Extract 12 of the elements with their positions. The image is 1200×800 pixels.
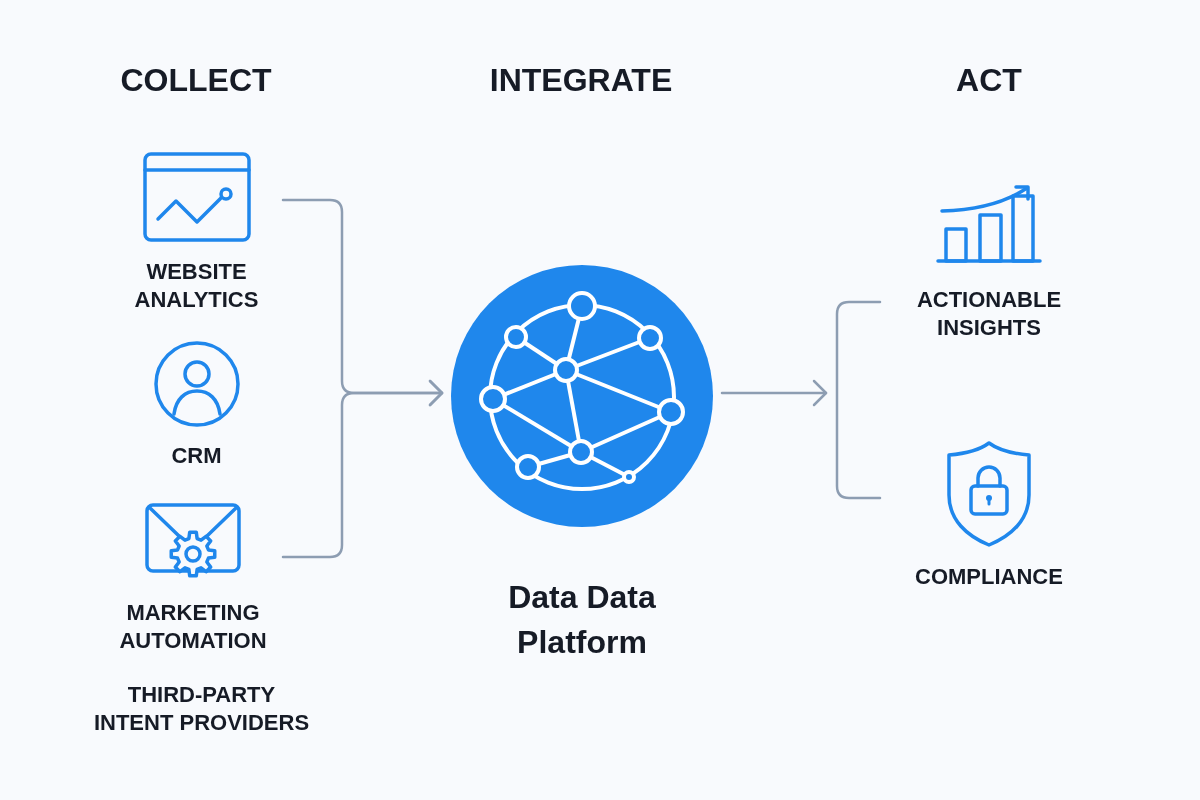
source-label: CRM [171, 442, 222, 470]
outcome-label: COMPLIANCE [915, 563, 1063, 591]
column-heading: COLLECT [120, 62, 272, 98]
platform-label: Data Data Platform [507, 578, 657, 662]
column-heading: INTEGRATE [489, 62, 673, 98]
arrow [281, 379, 444, 559]
outcome-label: ACTIONABLE INSIGHTS [915, 286, 1063, 342]
arrow [720, 379, 828, 407]
source-label: MARKETING AUTOMATION [118, 599, 268, 655]
source-label: THIRD-PARTY INTENT PROVIDERS [92, 681, 311, 737]
column-heading: ACT [956, 62, 1022, 98]
source-label: WEBSITE ANALYTICS [133, 258, 260, 314]
